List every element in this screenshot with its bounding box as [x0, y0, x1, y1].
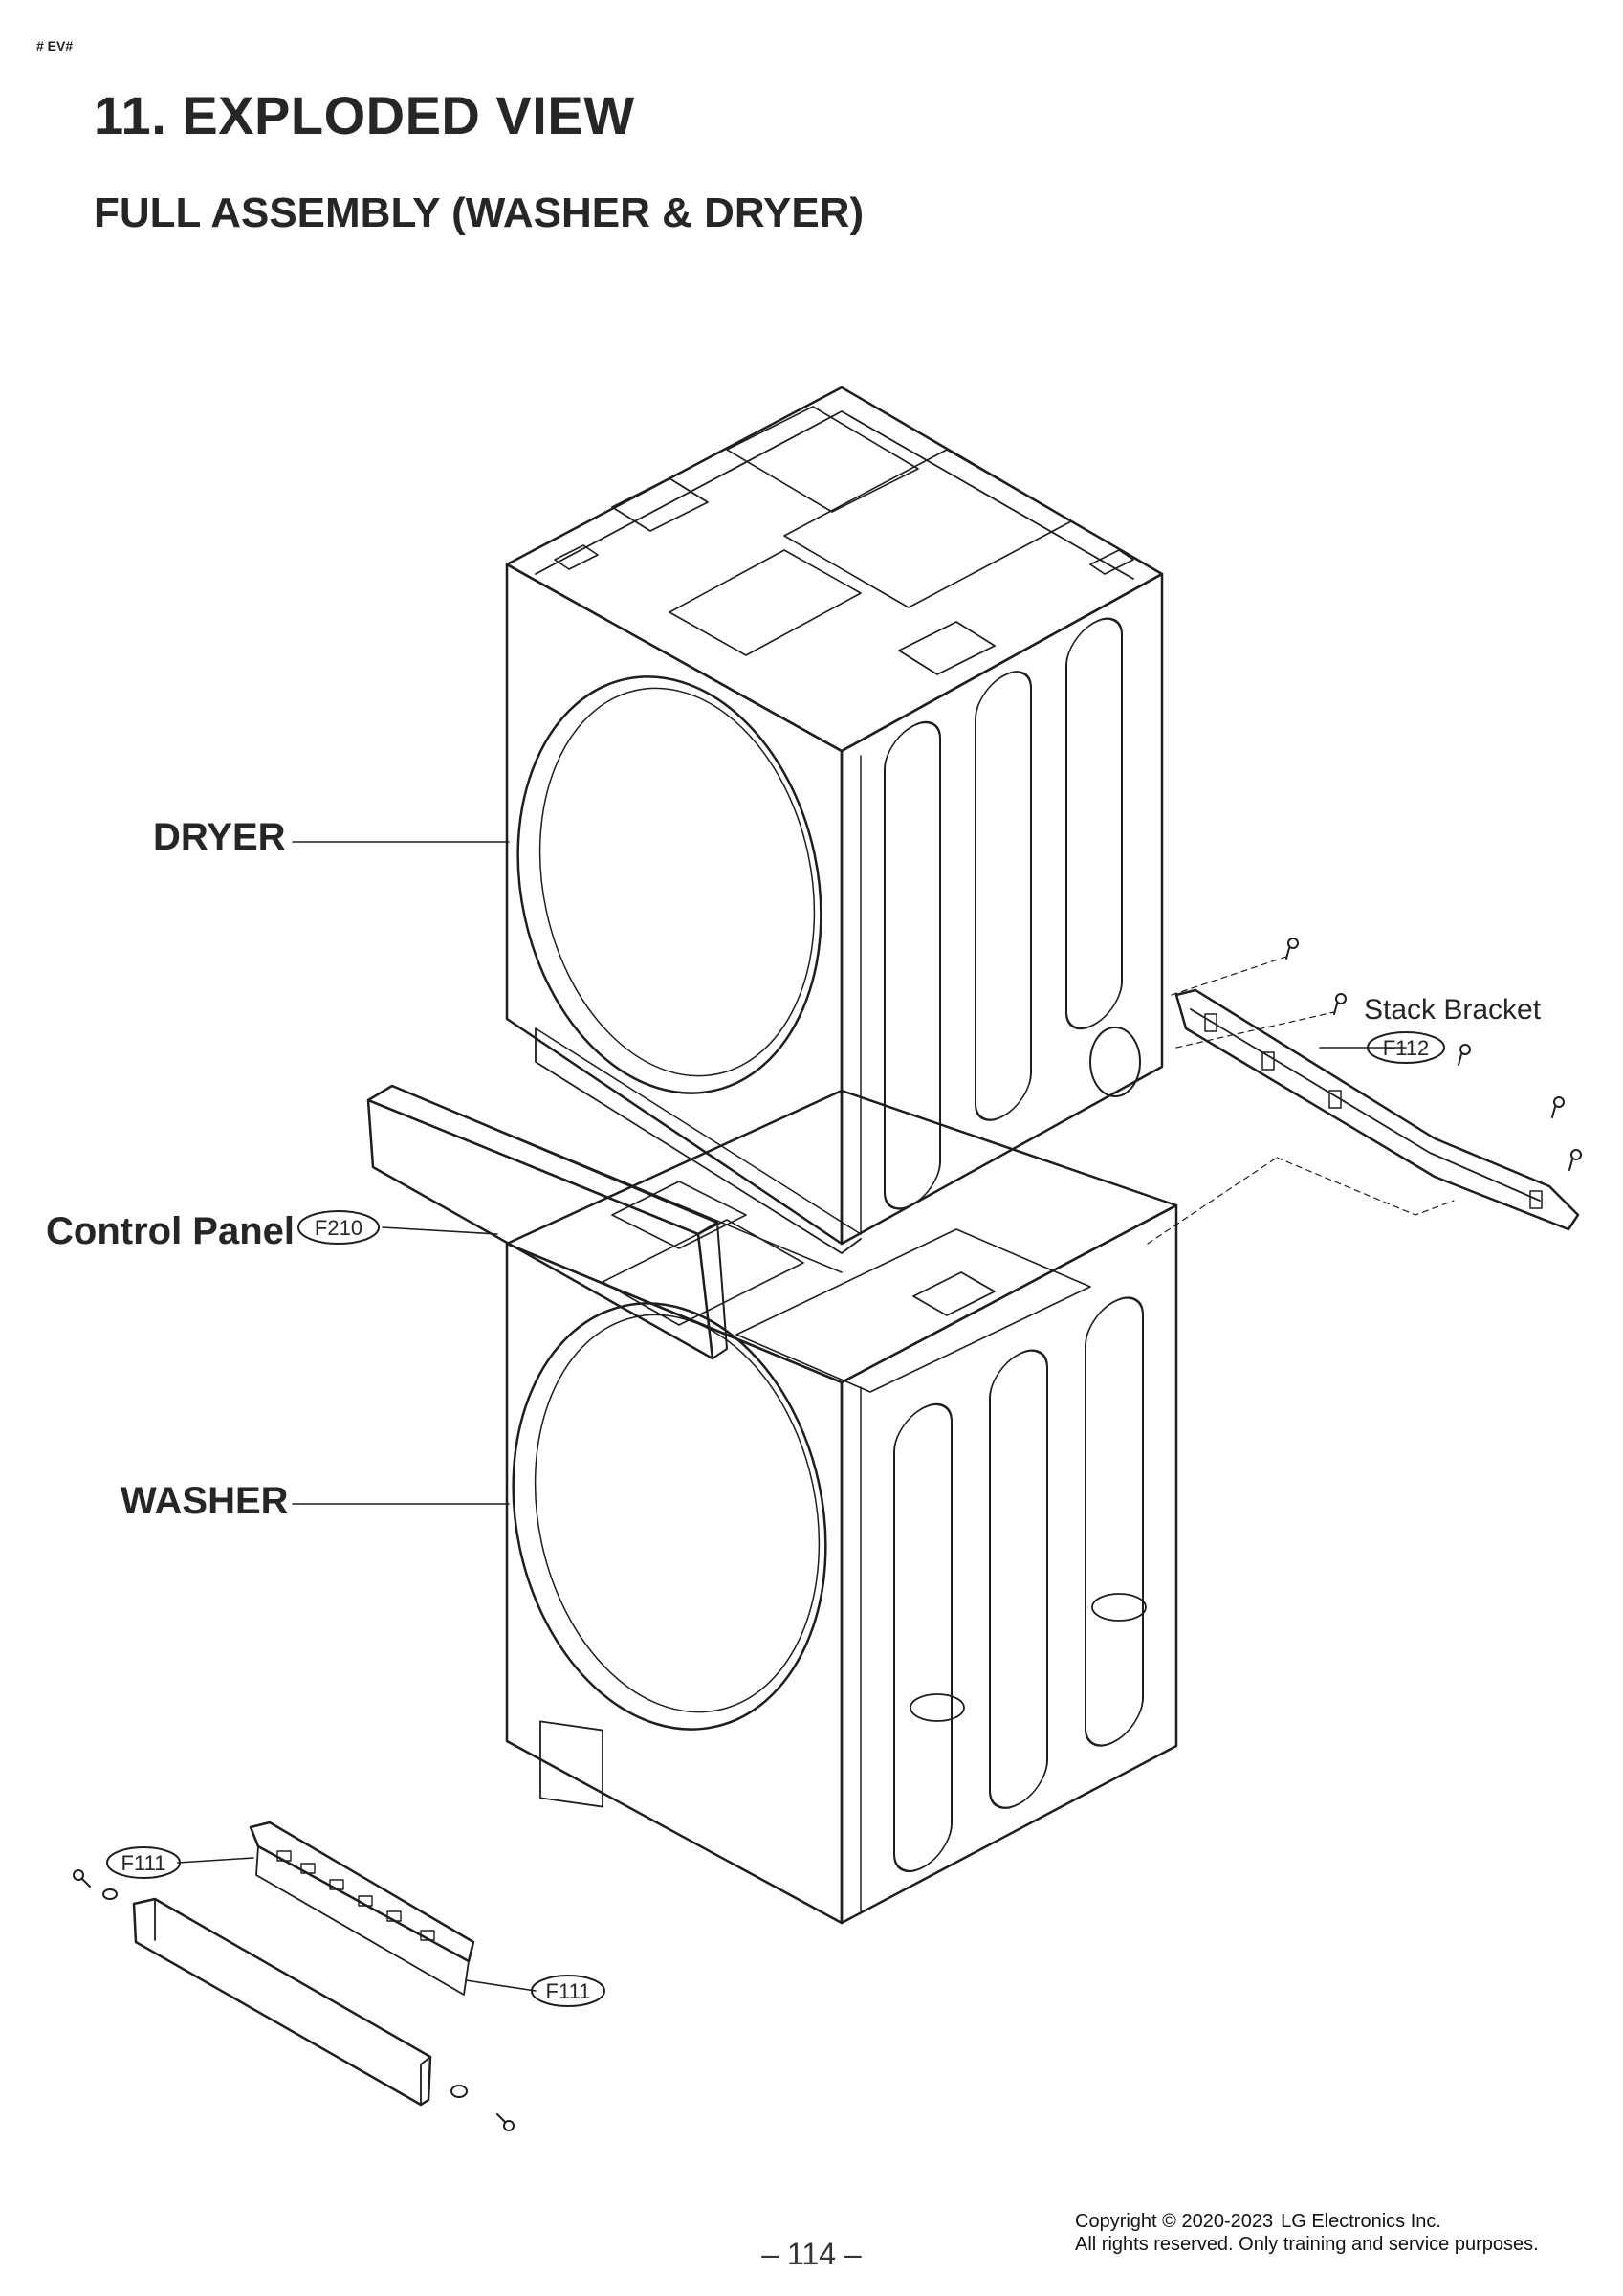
part-code-f111-top-text: F111 [121, 1851, 166, 1875]
stack-bracket-screws [1285, 938, 1582, 1171]
copyright-brand: LG Electronics Inc. [1281, 2211, 1441, 2232]
callout-leader-lines [177, 841, 1407, 1992]
part-code-f111-right: F111 [531, 1975, 605, 2007]
part-code-f112-text: F112 [1383, 1036, 1430, 1060]
assembly-guide-lines [1147, 956, 1455, 1245]
trim-screws [73, 1869, 515, 2131]
dryer-top-face [505, 386, 1164, 753]
label-washer: WASHER [121, 1480, 289, 1522]
stack-bracket-part [1174, 988, 1580, 1231]
display-pcb-part [249, 1821, 475, 1996]
copyright-rights: All rights reserved. Only training and s… [1075, 2234, 1539, 2255]
part-code-f112: F112 [1367, 1031, 1445, 1064]
label-dryer: DRYER [153, 816, 286, 858]
dryer-side-face [840, 572, 1164, 1246]
part-code-f210: F210 [297, 1210, 380, 1245]
dryer-front-face [505, 563, 844, 1246]
part-code-f111-right-text: F111 [546, 1979, 591, 2003]
washer-front-face [505, 1242, 844, 1925]
part-code-f111-top: F111 [106, 1846, 181, 1879]
dryer-unit [505, 386, 1164, 1254]
dryer-door [516, 675, 822, 1094]
copyright-years: Copyright © 2020-2023 [1075, 2211, 1274, 2232]
copyright-notice: Copyright © 2020-2023 LG Electronics Inc.… [1075, 2210, 1539, 2256]
front-trim-part [132, 1897, 432, 2107]
page-title: 11. EXPLODED VIEW [94, 85, 635, 145]
washer-service-panel [539, 1720, 603, 1808]
page-number: – 114 – [761, 2237, 862, 2271]
washer-side-face [840, 1203, 1178, 1925]
washer-unit [505, 1089, 1178, 1925]
page-subtitle: FULL ASSEMBLY (WASHER & DRYER) [94, 189, 865, 236]
header-tag: # EV# [36, 38, 74, 54]
washer-door [512, 1302, 827, 1731]
control-panel-drawer [366, 1027, 862, 1360]
label-control-panel: Control Panel [46, 1210, 295, 1252]
part-code-f210-text: F210 [315, 1216, 362, 1240]
label-stack-bracket: Stack Bracket [1364, 994, 1542, 1026]
dryer-vent [1089, 1027, 1141, 1097]
